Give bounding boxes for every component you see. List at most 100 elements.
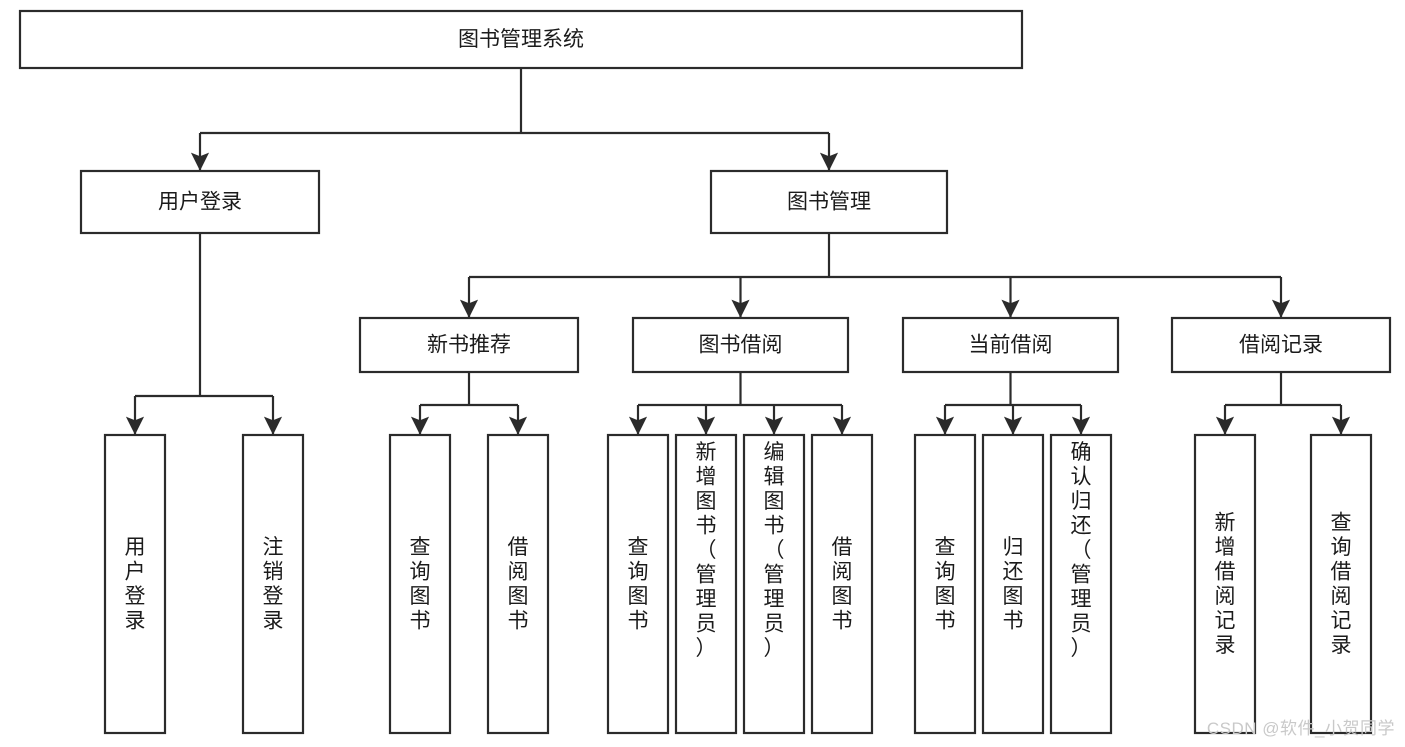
node-label-confirm-return: 员 [1071,613,1092,636]
node-label-query-book-2: 图 [628,585,649,608]
node-box-current-borrow [901,316,1120,374]
node-label-borrow-book-2: 借 [832,536,853,559]
node-label-add-book: 图 [696,490,717,513]
node-label-book-borrow: 图书借阅 [699,334,783,357]
node-label-borrow-record: 借阅记录 [1239,334,1323,357]
node-box-book-borrow [631,316,850,374]
node-label-add-borrow-record: 阅 [1215,585,1236,608]
node-label-confirm-return: 还 [1071,515,1092,538]
node-label-query-book-2: 书 [628,610,649,633]
node-user-login-do[interactable]: 用户登录 [103,433,167,735]
edge-layer [125,68,1351,435]
node-label-new-book-rec: 新书推荐 [427,334,511,357]
node-label-borrow-book-1: 书 [508,610,529,633]
node-label-query-book-3: 图 [935,585,956,608]
node-label-query-borrow-record: 录 [1331,634,1352,657]
node-label-confirm-return: 确 [1071,441,1092,464]
node-box-user-login [79,169,321,235]
node-box-edit-book [742,433,806,735]
node-label-confirm-return: 理 [1071,588,1092,611]
node-label-user-logout: 注 [263,536,284,559]
node-label-add-borrow-record: 增 [1215,536,1236,559]
node-box-query-book-3 [913,433,977,735]
node-label-query-book-3: 书 [935,610,956,633]
node-label-user-logout: 登 [263,585,284,608]
node-label-confirm-return: （ [1071,539,1092,562]
node-borrow-record[interactable]: 借阅记录 [1170,316,1392,374]
node-label-edit-book: 图 [764,490,785,513]
node-label-query-book-3: 询 [935,561,956,584]
node-label-query-book-3: 查 [935,536,956,559]
node-box-root [18,9,1024,70]
node-user-login[interactable]: 用户登录 [79,169,321,235]
node-box-query-borrow-record [1309,433,1373,735]
node-label-return-book: 书 [1003,610,1024,633]
node-label-edit-book: 理 [764,588,785,611]
node-box-borrow-book-2 [810,433,874,735]
node-label-query-borrow-record: 查 [1331,512,1352,535]
node-label-query-book-1: 书 [410,610,431,633]
node-label-query-book-1: 图 [410,585,431,608]
node-label-confirm-return: 归 [1071,490,1092,513]
node-box-book-manage [709,169,949,235]
node-label-return-book: 归 [1003,536,1024,559]
node-label-add-book: 新 [696,441,717,464]
node-label-borrow-book-2: 书 [832,610,853,633]
node-label-user-logout: 录 [263,610,284,633]
node-label-add-book: 增 [696,466,717,489]
node-label-return-book: 还 [1003,561,1024,584]
node-label-query-borrow-record: 借 [1331,561,1352,584]
node-box-user-login-do [103,433,167,735]
node-box-new-book-rec [358,316,580,374]
node-label-query-book-2: 查 [628,536,649,559]
node-label-add-borrow-record: 新 [1215,512,1236,535]
node-label-edit-book: ） [764,637,785,660]
node-label-add-borrow-record: 记 [1215,610,1236,633]
node-box-return-book [981,433,1045,735]
node-box-user-logout [241,433,305,735]
node-label-add-book: （ [696,539,717,562]
node-box-borrow-book-1 [486,433,550,735]
node-label-borrow-book-1: 阅 [508,561,529,584]
node-root[interactable]: 图书管理系统 [18,9,1024,70]
node-label-borrow-book-1: 图 [508,585,529,608]
node-label-query-book-1: 查 [410,536,431,559]
node-label-root: 图书管理系统 [458,28,584,51]
node-label-user-login: 用户登录 [158,191,242,214]
node-book-manage[interactable]: 图书管理 [709,169,949,235]
node-label-borrow-book-2: 图 [832,585,853,608]
node-label-current-borrow: 当前借阅 [969,334,1053,357]
node-label-add-book: 员 [696,613,717,636]
node-box-query-book-1 [388,433,452,735]
node-label-confirm-return: 管 [1071,564,1092,587]
node-box-query-book-2 [606,433,670,735]
node-label-edit-book: 员 [764,613,785,636]
node-box-add-borrow-record [1193,433,1257,735]
node-new-book-rec[interactable]: 新书推荐 [358,316,580,374]
node-label-add-borrow-record: 录 [1215,634,1236,657]
node-label-edit-book: 书 [764,515,785,538]
node-label-return-book: 图 [1003,585,1024,608]
node-label-query-borrow-record: 记 [1331,610,1352,633]
node-label-add-book: 管 [696,564,717,587]
node-label-user-login-do: 录 [125,610,146,633]
watermark-text: CSDN @软件_小贺同学 [1206,719,1395,738]
node-label-add-book: ） [696,637,717,660]
node-label-user-login-do: 登 [125,585,146,608]
node-label-query-book-1: 询 [410,561,431,584]
node-book-borrow[interactable]: 图书借阅 [631,316,850,374]
node-current-borrow[interactable]: 当前借阅 [901,316,1120,374]
